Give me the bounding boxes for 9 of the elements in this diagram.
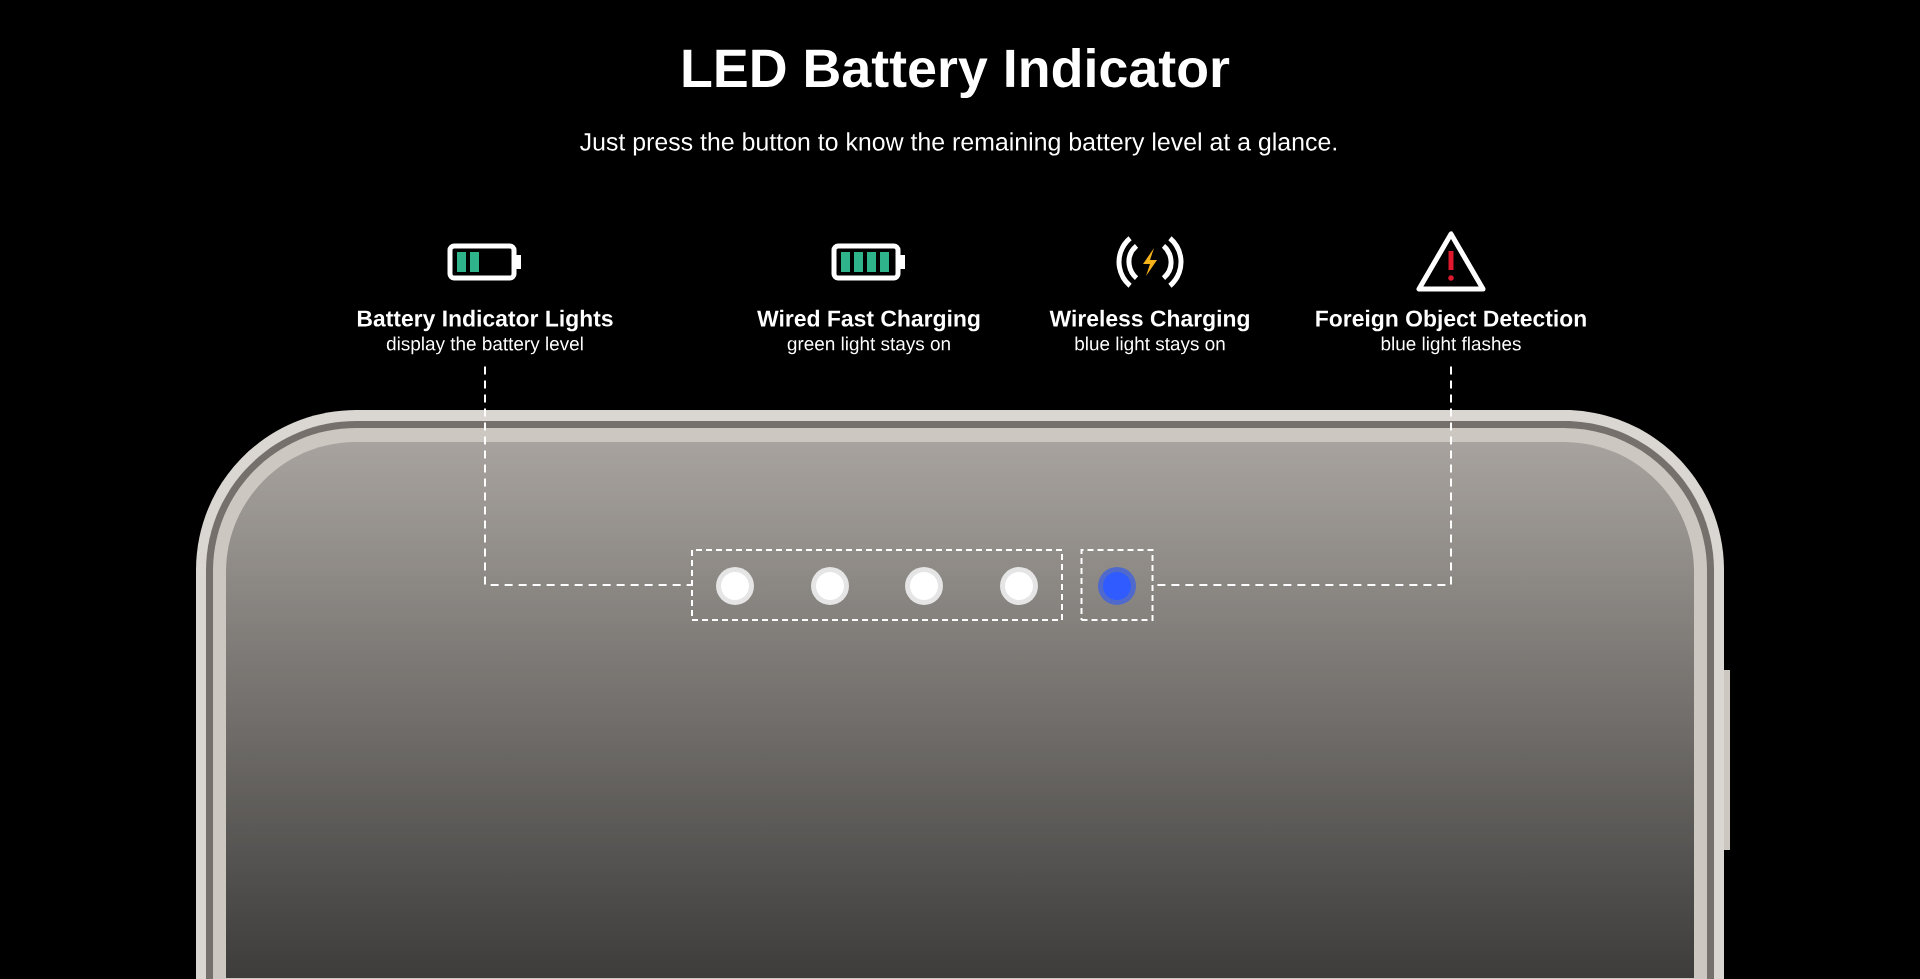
led-frame <box>691 549 1063 621</box>
feature-label: Battery Indicator Lights display the battery level <box>357 309 613 355</box>
leader-line <box>484 365 692 586</box>
feature-label: Wireless Charging blue light stays on <box>1049 309 1249 355</box>
feature-label: Foreign Object Detection blue light flashes <box>1316 309 1586 355</box>
led-frame <box>1080 549 1154 621</box>
subtitle: Just press the button to know the remaining battery level at a glance. <box>580 132 1336 156</box>
feature-label: Wired Fast Charging green light stays on <box>757 309 980 355</box>
title: LED Battery Indicator <box>683 47 1230 99</box>
